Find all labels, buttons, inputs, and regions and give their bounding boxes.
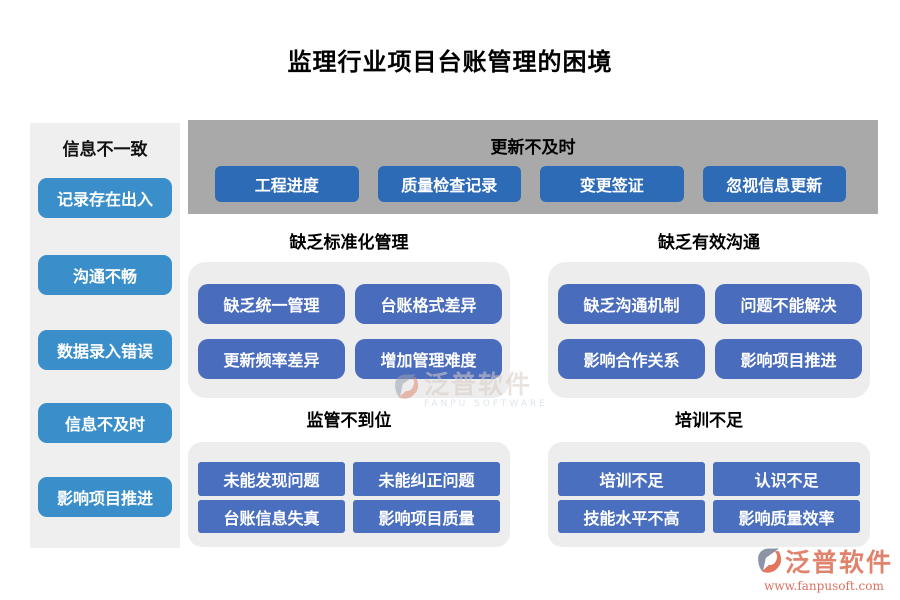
panel-untimely-updates-title: 更新不及时 [490, 138, 576, 158]
watermark-subtitle: FANPU SOFTWARE [424, 399, 548, 409]
brand-name: 泛普软件 [784, 548, 893, 578]
section-title-no-standardization: 缺乏标准化管理 [289, 233, 409, 253]
tag-record-discrepancy: 记录存在出入 [38, 178, 172, 218]
watermark-name: 泛普软件 [424, 370, 533, 399]
tag-affects-project-quality: 影响项目质量 [353, 500, 500, 533]
panel-info-inconsistency: 信息不一致 记录存在出入 沟通不畅 数据录入错误 信息不及时 影响项目推进 [30, 123, 180, 548]
fanpu-logo-icon [755, 546, 783, 580]
fanpu-logo-icon [392, 372, 420, 406]
tag-no-unified-management: 缺乏统一管理 [198, 284, 345, 324]
brand-url: www.fanpusoft.com [764, 579, 884, 593]
tag-problems-unresolved: 问题不能解决 [715, 284, 862, 324]
tag-problems-uncorrected: 未能纠正问题 [353, 462, 500, 496]
tag-insufficient-training: 培训不足 [558, 462, 705, 496]
tag-poor-communication: 沟通不畅 [38, 255, 172, 295]
tag-insufficient-awareness: 认识不足 [713, 462, 860, 496]
section-title-inadequate-supervision: 监管不到位 [306, 411, 392, 431]
section-title-insufficient-training: 培训不足 [675, 411, 743, 431]
panel-no-effective-communication: 缺乏沟通机制 问题不能解决 影响合作关系 影响项目推进 [548, 262, 870, 398]
fanpu-watermark: 泛普软件 FANPU SOFTWARE [392, 372, 548, 409]
tag-low-skill-level: 技能水平不高 [558, 500, 705, 533]
tag-increased-management-difficulty: 增加管理难度 [355, 339, 502, 379]
section-title-no-effective-communication: 缺乏有效沟通 [658, 233, 760, 253]
tag-affects-quality-efficiency: 影响质量效率 [713, 500, 860, 533]
tag-problems-undetected: 未能发现问题 [198, 462, 345, 496]
tag-quality-inspection-records: 质量检查记录 [377, 166, 521, 202]
tag-ledger-format-differences: 台账格式差异 [355, 284, 502, 324]
tag-info-untimely: 信息不及时 [38, 403, 172, 443]
tag-project-progress: 工程进度 [215, 166, 359, 202]
panel-inadequate-supervision: 未能发现问题 未能纠正问题 台账信息失真 影响项目质量 [188, 442, 510, 547]
tag-ignored-info-updates: 忽视信息更新 [702, 166, 846, 202]
tag-change-visa: 变更签证 [540, 166, 684, 202]
panel-info-inconsistency-title: 信息不一致 [62, 140, 148, 160]
panel-no-standardization: 缺乏统一管理 台账格式差异 更新频率差异 增加管理难度 [188, 262, 510, 398]
banner-tag-row: 工程进度 质量检查记录 变更签证 忽视信息更新 [215, 166, 846, 202]
panel-insufficient-training: 培训不足 认识不足 技能水平不高 影响质量效率 [548, 442, 870, 547]
tag-data-entry-error: 数据录入错误 [38, 330, 172, 370]
tag-update-frequency-differences: 更新频率差异 [198, 339, 345, 379]
fanpu-brand-logo: 泛普软件 www.fanpusoft.com [755, 546, 893, 593]
tag-hinders-project-progress: 影响项目推进 [38, 477, 172, 517]
tag-affects-cooperation: 影响合作关系 [558, 339, 705, 379]
page-title: 监理行业项目台账管理的困境 [287, 48, 613, 76]
tag-ledger-info-distortion: 台账信息失真 [198, 500, 345, 533]
tag-no-communication-mechanism: 缺乏沟通机制 [558, 284, 705, 324]
panel-untimely-updates: 更新不及时 工程进度 质量检查记录 变更签证 忽视信息更新 [188, 120, 878, 214]
tag-affects-project-progress: 影响项目推进 [715, 339, 862, 379]
